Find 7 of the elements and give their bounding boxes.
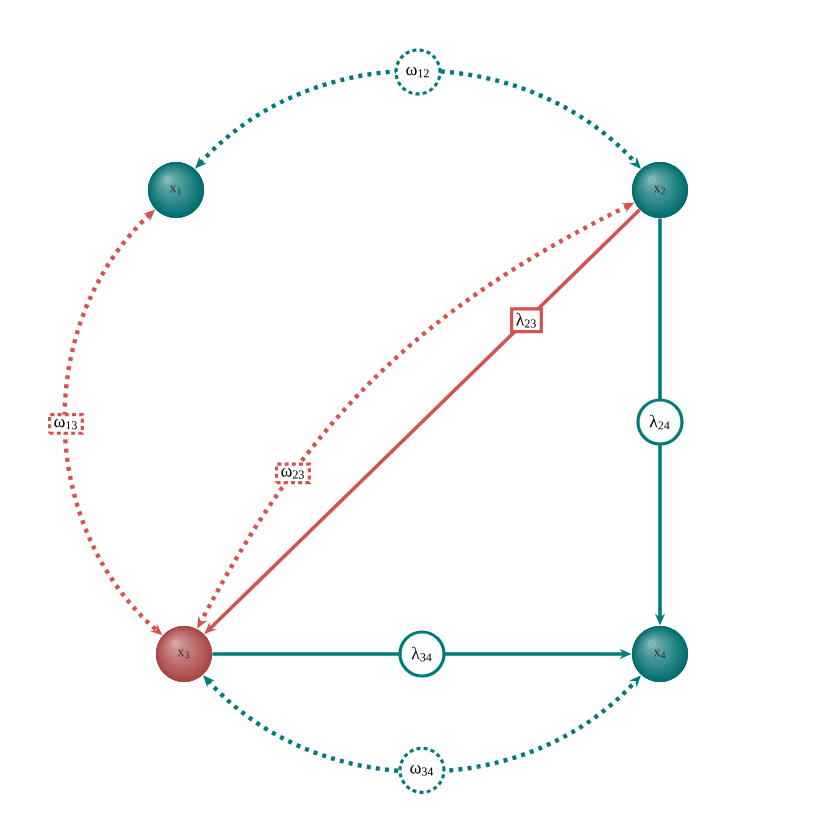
edge-label: ω$_{34}$: [398, 746, 446, 794]
edge-label: λ$_{23}$: [510, 307, 543, 334]
edge-label: λ$_{34}$: [398, 630, 446, 678]
edge-label: ω$_{12}$: [394, 48, 442, 96]
edge-label: ω$_{23}$: [275, 462, 311, 485]
edge-label: ω$_{13}$: [48, 413, 84, 435]
edge-label: λ$_{24}$: [636, 398, 684, 446]
